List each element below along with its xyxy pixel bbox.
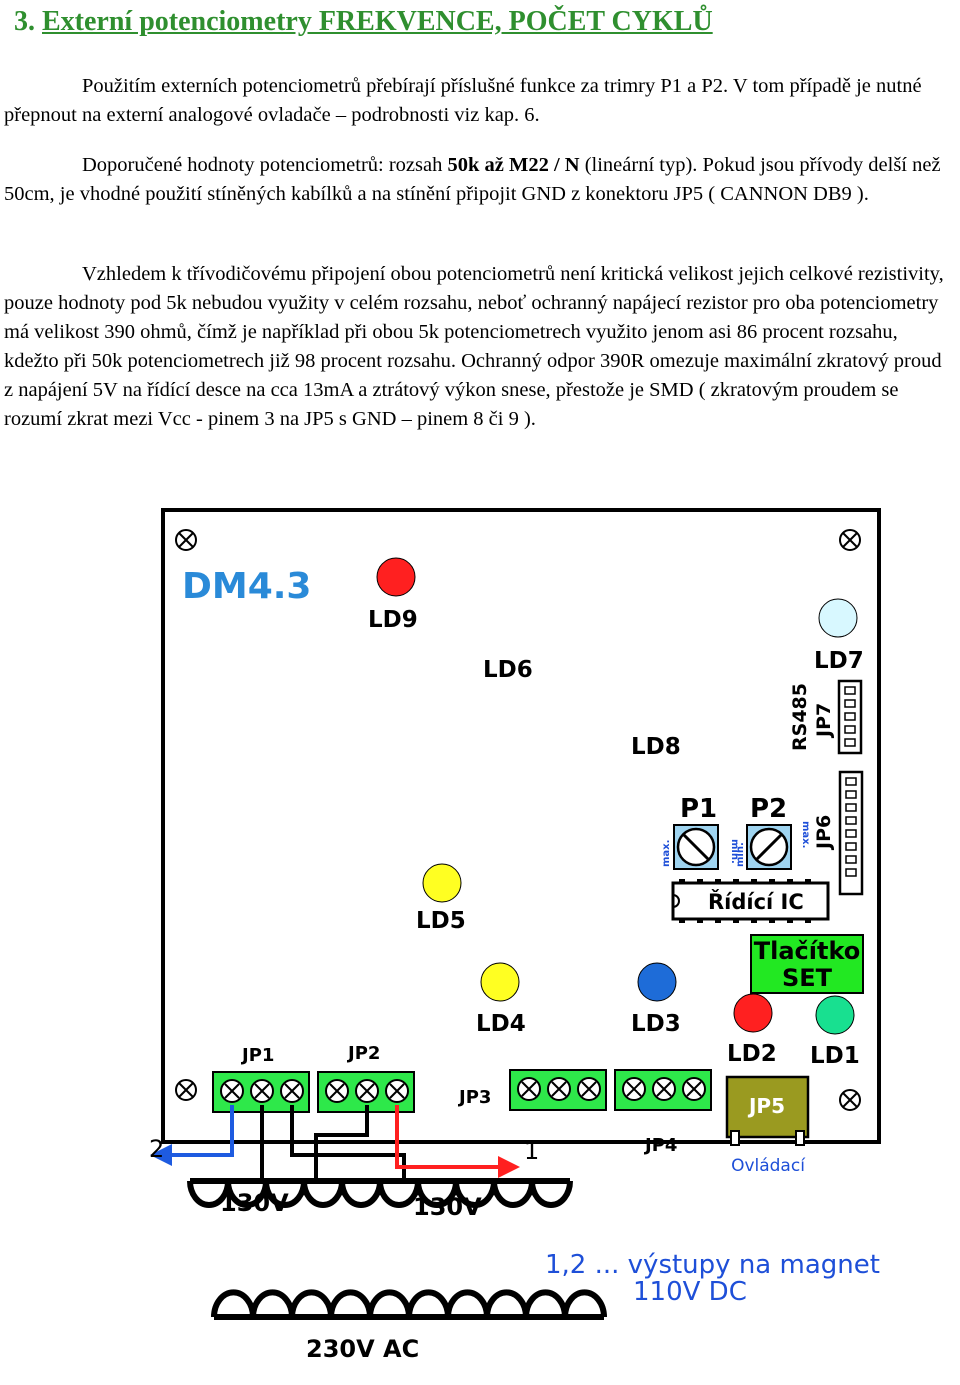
rs485-label: RS485 bbox=[789, 683, 811, 751]
output-2-arrow-icon bbox=[150, 1144, 172, 1166]
section-title: Externí potenciometry FREKVENCE, POČET C… bbox=[42, 6, 713, 37]
jp7-label: JP7 bbox=[813, 703, 835, 739]
trimmer-p2-icon bbox=[746, 824, 792, 870]
control-label: Ovládací bbox=[731, 1156, 806, 1176]
outputs-note-line2: 110V DC bbox=[633, 1277, 747, 1307]
terminal-jp3-icon bbox=[509, 1069, 607, 1111]
section-heading: 3. Externí potenciometry FREKVENCE, POČE… bbox=[14, 6, 713, 38]
led-ld1-icon bbox=[815, 995, 855, 1035]
led-ld1-label: LD1 bbox=[810, 1043, 860, 1069]
output-1-arrow-icon bbox=[498, 1156, 520, 1178]
led-ld8-label: LD8 bbox=[631, 734, 681, 760]
p2-label: P2 bbox=[750, 794, 787, 824]
paragraph-2-post: (lineární typ). Pokud jsou přívody delší… bbox=[4, 154, 941, 205]
set-button-icon bbox=[750, 934, 864, 994]
terminal-jp4-icon bbox=[614, 1069, 712, 1111]
paragraph-2: Doporučené hodnoty potenciometrů: rozsah… bbox=[4, 151, 952, 209]
mounting-hole-icon bbox=[839, 1089, 861, 1111]
paragraph-2-bold: 50k až M22 / N bbox=[447, 154, 580, 176]
jp5-connector-icon bbox=[725, 1075, 810, 1146]
paragraph-1-text: Použitím externích potenciometrů přebíra… bbox=[4, 75, 922, 126]
transformer-coil-icon bbox=[187, 1178, 607, 1320]
led-ld3-label: LD3 bbox=[631, 1011, 681, 1037]
p2-min-label: min. bbox=[735, 842, 746, 867]
jp5-label: JP5 bbox=[747, 1094, 785, 1118]
led-ld9-label: LD9 bbox=[368, 607, 418, 633]
led-ld2-icon bbox=[733, 993, 773, 1033]
led-ld7-icon bbox=[818, 598, 858, 638]
paragraph-3: Vzhledem k třívodičovému připojení obou … bbox=[4, 260, 952, 434]
p2-max-label: max. bbox=[800, 821, 811, 848]
p1-label: P1 bbox=[680, 794, 717, 824]
mounting-hole-icon bbox=[175, 529, 197, 551]
paragraph-3-text: Vzhledem k třívodičovému připojení obou … bbox=[4, 263, 944, 430]
jp2-label: JP2 bbox=[346, 1043, 380, 1064]
jp1-label: JP1 bbox=[240, 1045, 274, 1066]
jp7-connector-icon bbox=[837, 679, 863, 755]
jp3-label: JP3 bbox=[457, 1087, 491, 1108]
output-2-label: 2 bbox=[149, 1135, 164, 1163]
output-1-label: 1 bbox=[524, 1137, 539, 1165]
ic-label: Řídící IC bbox=[708, 889, 804, 914]
paragraph-1: Použitím externích potenciometrů přebíra… bbox=[4, 72, 952, 130]
set-button-line2: SET bbox=[782, 964, 833, 992]
led-ld2-label: LD2 bbox=[727, 1041, 777, 1067]
ic-chip-icon bbox=[671, 879, 830, 923]
primary-230v-label: 230V AC bbox=[306, 1335, 419, 1363]
led-ld3-icon bbox=[637, 962, 677, 1002]
wiring-diagram: DM4.3 LD9 LD6 LD7 LD8 LD5 LD4 LD3 LD2 LD… bbox=[149, 508, 881, 1363]
p1-min-label: min. bbox=[729, 839, 740, 864]
led-ld6-label: LD6 bbox=[483, 657, 533, 683]
led-ld7-label: LD7 bbox=[814, 648, 864, 674]
led-ld9-icon bbox=[376, 557, 416, 597]
outputs-note-line1: 1,2 ... výstupy na magnet bbox=[545, 1250, 880, 1280]
jp4-label: JP4 bbox=[643, 1135, 677, 1156]
led-ld4-label: LD4 bbox=[476, 1011, 526, 1037]
section-number: 3. bbox=[14, 6, 35, 37]
paragraph-2-pre: Doporučené hodnoty potenciometrů: rozsah bbox=[82, 154, 448, 176]
mounting-hole-icon bbox=[175, 1079, 197, 1101]
jp6-connector-icon bbox=[838, 770, 864, 896]
trimmer-p1-icon bbox=[673, 824, 719, 870]
mounting-hole-icon bbox=[839, 529, 861, 551]
led-ld5-label: LD5 bbox=[416, 908, 466, 934]
led-ld5-icon bbox=[422, 863, 462, 903]
jp6-label: JP6 bbox=[813, 815, 835, 851]
winding-130v-right: 130V bbox=[413, 1193, 482, 1221]
board-name: DM4.3 bbox=[182, 566, 311, 607]
set-button-line1: Tlačítko bbox=[754, 937, 861, 965]
winding-130v-left: 130V bbox=[220, 1189, 289, 1217]
p1-max-label: max. bbox=[661, 840, 672, 867]
led-ld4-icon bbox=[480, 962, 520, 1002]
wires bbox=[166, 1105, 500, 1181]
